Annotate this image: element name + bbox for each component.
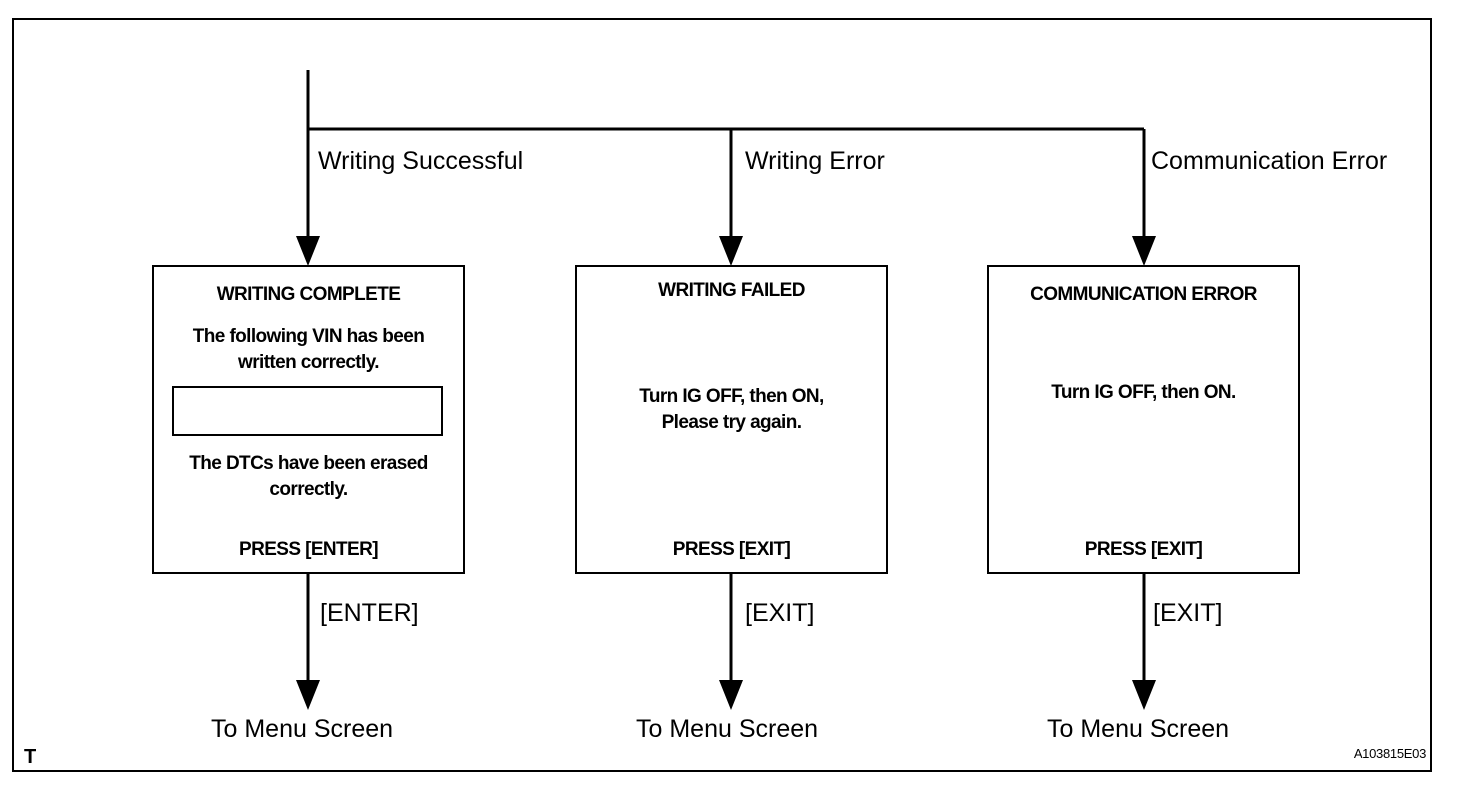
- screen-title: WRITING COMPLETE: [216, 284, 401, 305]
- screen-prompt: PRESS [EXIT]: [672, 539, 791, 560]
- arrowhead-right: [1132, 236, 1156, 266]
- screen-message-line: Please try again.: [661, 412, 802, 433]
- arrowhead-bottom-center: [719, 680, 743, 710]
- screen-title: WRITING FAILED: [658, 280, 805, 301]
- figure-id: A103815E03: [1353, 746, 1426, 761]
- destination-label-right: To Menu Screen: [1047, 715, 1230, 743]
- screen-communication-error: COMMUNICATION ERROR Turn IG OFF, then ON…: [987, 265, 1300, 574]
- screen-writing-failed: WRITING FAILED Turn IG OFF, then ON, Ple…: [575, 265, 888, 574]
- screen-message-line: correctly.: [269, 479, 348, 500]
- destination-label-center: To Menu Screen: [636, 715, 819, 743]
- screen-prompt: PRESS [ENTER]: [239, 539, 379, 560]
- branch-label-writing-error: Writing Error: [745, 147, 885, 175]
- arrowhead-bottom-left: [296, 680, 320, 710]
- destination-label-left: To Menu Screen: [211, 715, 394, 743]
- screen-writing-complete: WRITING COMPLETE The following VIN has b…: [152, 265, 465, 574]
- diagram-frame: [12, 18, 1432, 772]
- vin-display-box: [172, 386, 443, 436]
- branch-label-communication-error: Communication Error: [1151, 147, 1388, 175]
- screen-message-line: The DTCs have been erased: [189, 453, 428, 474]
- screen-message-line: The following VIN has been: [192, 326, 425, 347]
- screen-title: COMMUNICATION ERROR: [1030, 284, 1257, 305]
- screen-message-line: Turn IG OFF, then ON,: [639, 386, 824, 407]
- arrowhead-center: [719, 236, 743, 266]
- screen-prompt: PRESS [EXIT]: [1084, 539, 1203, 560]
- key-label-exit: [EXIT]: [745, 599, 815, 627]
- screen-message-line: written correctly.: [238, 352, 380, 373]
- arrowhead-left: [296, 236, 320, 266]
- key-label-exit: [EXIT]: [1153, 599, 1223, 627]
- arrowhead-bottom-right: [1132, 680, 1156, 710]
- screen-message-line: Turn IG OFF, then ON.: [1051, 382, 1236, 403]
- key-label-enter: [ENTER]: [320, 599, 419, 627]
- branch-label-success: Writing Successful: [318, 147, 524, 175]
- corner-mark: T: [24, 746, 37, 768]
